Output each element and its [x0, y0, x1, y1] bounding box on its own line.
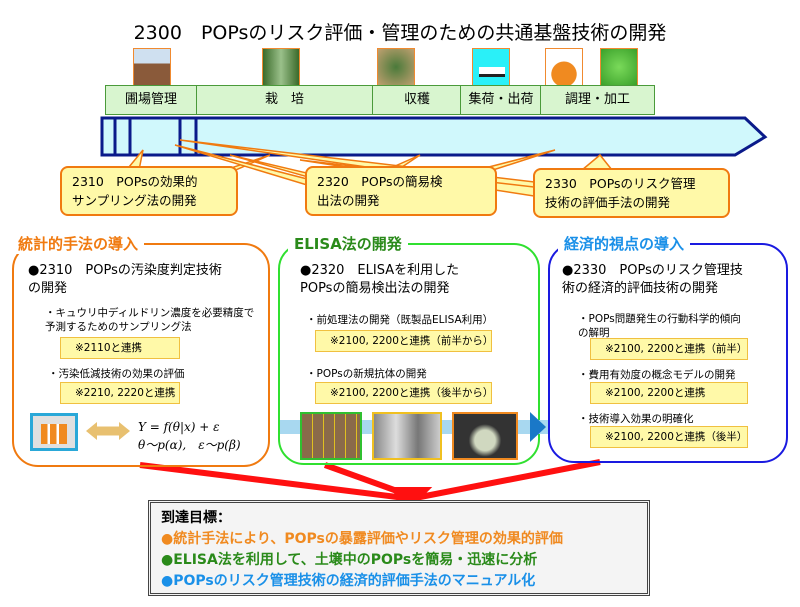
bullet: ・POPs問題発生の行動科学的傾向の解明 [578, 313, 741, 339]
stage-cultivation: 栽 培 [196, 85, 373, 115]
computer-chart-icon [30, 413, 78, 451]
note: ※2100, 2200と連携（前半から） [315, 330, 493, 352]
process-flow-arrow [100, 116, 768, 157]
panel-statistics-heading: 統計的手法の導入 [12, 233, 145, 254]
bullet: ・費用有効度の概念モデルの開発 [578, 369, 736, 381]
panel-elisa-heading: ELISA法の開発 [288, 233, 408, 254]
stage-harvest: 収穫 [372, 85, 462, 115]
pumpkin-photo [545, 48, 583, 86]
double-arrow-icon [86, 422, 130, 440]
goal-arrows [139, 459, 601, 510]
panel-economics-title: ●2330 POPsのリスク管理技術の経済的評価技術の開発 [562, 263, 743, 296]
note: ※2100, 2200と連携（後半から） [315, 382, 493, 404]
bullet: ・技術導入効果の明確化 [578, 413, 694, 425]
bullet: ・汚染低減技術の効果の評価 [48, 368, 185, 380]
goal-item: ●ELISA法を利用して、土壌中のPOPsを簡易・迅速に分析 [161, 552, 538, 568]
truck-icon [472, 48, 510, 86]
field-grid-photo [300, 412, 362, 460]
bullet: ・前処理法の開発（既製品ELISA利用） [306, 314, 494, 326]
pickle-jar-photo [600, 48, 638, 86]
elisa-plate-photo [452, 412, 518, 460]
note: ※2100, 2200と連携（後半） [590, 426, 748, 448]
panel-elisa [278, 243, 540, 465]
goals-box: 到達目標： ●統計手法により、POPsの暴露評価やリスク管理の効果的評価 ●EL… [148, 500, 650, 596]
note: ※2100, 2200と連携 [590, 382, 748, 404]
lab-equipment-photo [372, 412, 442, 460]
bullet: ・キュウリ中ディルドリン濃度を必要精度で予測するためのサンプリング法 [45, 307, 255, 333]
bullet: ・POPsの新規抗体の開発 [306, 368, 427, 380]
stage-shipping: 集荷・出荷 [460, 85, 542, 115]
panel-economics-heading: 経済的視点の導入 [558, 233, 691, 254]
page-title: 2300 POPsのリスク評価・管理のための共通基盤技術の開発 [133, 22, 667, 44]
callout-2320: 2320 POPsの簡易検出法の開発 [305, 166, 497, 216]
goals-heading: 到達目標： [161, 510, 231, 526]
goal-item: ●POPsのリスク管理技術の経済的評価手法のマニュアル化 [161, 573, 536, 589]
callout-2330: 2330 POPsのリスク管理技術の評価手法の開発 [533, 168, 730, 218]
note: ※2110と連携 [60, 337, 180, 359]
stage-processing: 調理・加工 [540, 85, 655, 115]
callout-2310: 2310 POPsの効果的サンプリング法の開発 [60, 166, 238, 216]
note: ※2210, 2220と連携 [60, 382, 180, 404]
cucumber-photo [377, 48, 415, 86]
note: ※2100, 2200と連携（前半） [590, 338, 748, 360]
goal-item: ●統計手法により、POPsの暴露評価やリスク管理の効果的評価 [161, 531, 563, 547]
panel-statistics-title: ●2310 POPsの汚染度判定技術の開発 [28, 263, 222, 296]
stage-field-management: 圃場管理 [105, 85, 197, 115]
